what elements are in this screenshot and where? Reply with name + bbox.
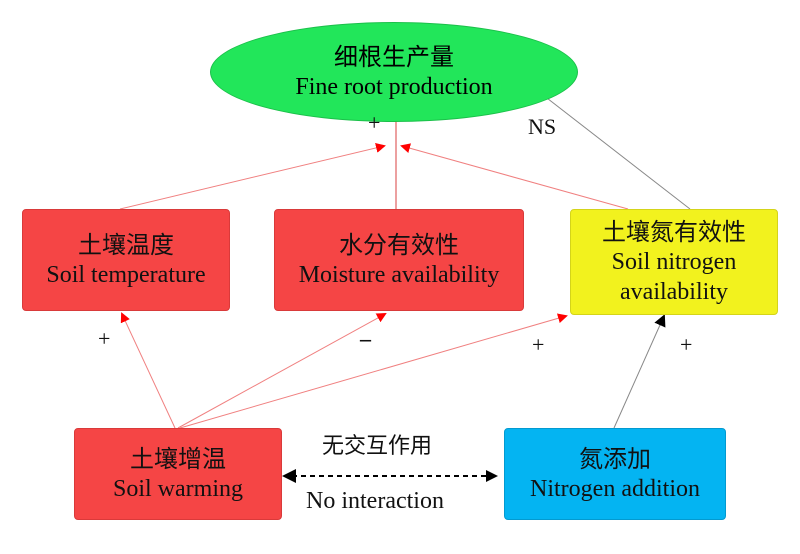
node-soil-temperature: 土壤温度 Soil temperature [22,209,230,311]
arrow-nadd-to-soiln [613,314,666,429]
n-add-en: Nitrogen addition [530,476,700,502]
arrow-warming-to-temp [120,312,176,429]
fine-root-zh: 细根生产量 [334,43,454,71]
label-plus-temp: + [98,326,111,351]
arrow-warming-to-moisture [177,313,387,429]
label-plus-top: + [368,110,381,135]
soil-n-zh: 土壤氮有效性 [602,218,746,246]
soil-temp-en: Soil temperature [46,262,206,288]
label-ns: NS [528,114,557,139]
node-nitrogen-addition: 氮添加 Nitrogen addition [504,428,726,520]
label-plus-n-add: + [680,332,693,357]
warming-en: Soil warming [113,476,243,502]
n-add-zh: 氮添加 [579,445,651,473]
node-moisture-availability: 水分有效性 Moisture availability [274,209,524,311]
node-soil-warming: 土壤增温 Soil warming [74,428,282,520]
label-minus-moisture: – [360,326,371,351]
moisture-en: Moisture availability [298,262,500,288]
soil-n-en-line2: availability [620,279,728,305]
fine-root-en: Fine root production [295,74,493,100]
node-soil-nitrogen-availability: 土壤氮有效性 Soil nitrogen availability [570,209,778,315]
arrow-soiln-to-root-ns [532,86,691,210]
arrow-warming-to-soiln [179,313,568,429]
node-fine-root-production: 细根生产量 Fine root production [210,22,578,122]
arrow-temp-to-root [119,142,386,210]
arrow-soiln-to-root-red [400,143,629,210]
moisture-zh: 水分有效性 [339,231,459,259]
label-no-interaction-en: No interaction [306,488,444,514]
label-no-interaction-zh: 无交互作用 [322,434,433,459]
warming-zh: 土壤增温 [130,445,226,473]
label-plus-soil-n: + [532,332,545,357]
soil-temp-zh: 土壤温度 [78,231,174,259]
no-interaction-arrow-left-head [282,469,296,483]
soil-n-en-line1: Soil nitrogen [611,249,737,275]
